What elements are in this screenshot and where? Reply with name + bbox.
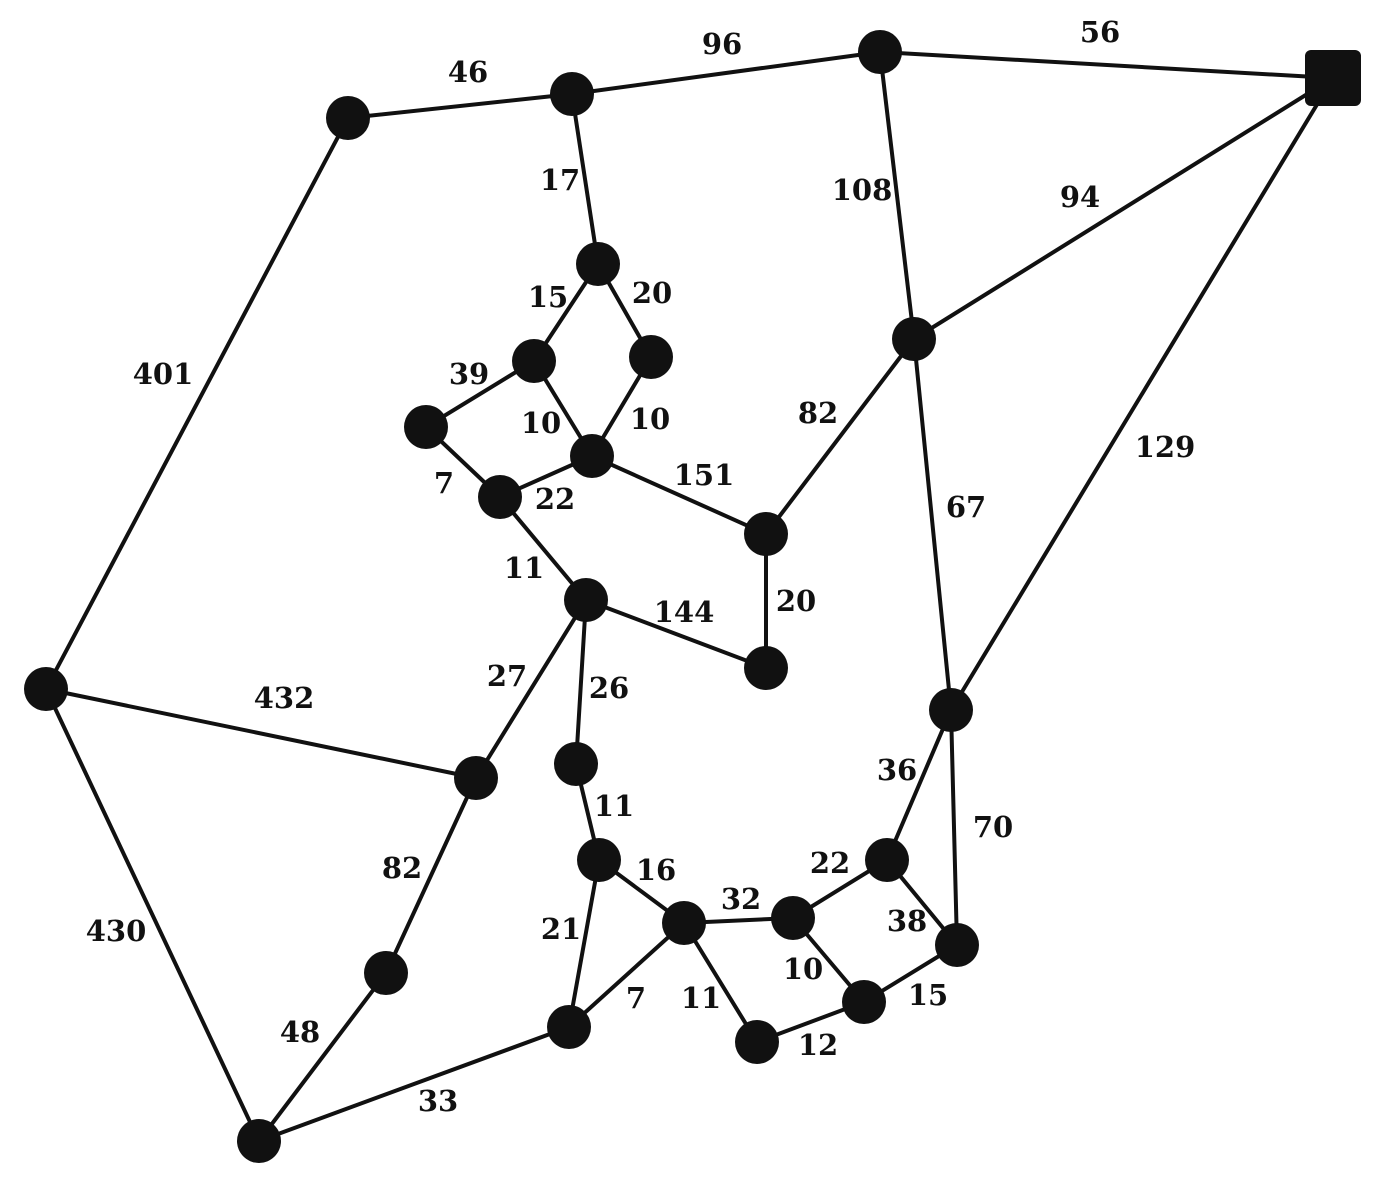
edge-weight-label: 432 [254, 681, 315, 715]
edge-n21-n27 [567, 921, 686, 1029]
edge-weight-label: 27 [487, 659, 527, 693]
square-node-n4 [1305, 50, 1361, 106]
edge-weight-label: 20 [776, 584, 816, 618]
edge-weight-label: 46 [448, 55, 488, 89]
edge-weight-label: 36 [877, 753, 917, 787]
edge-weight-label: 48 [280, 1015, 320, 1049]
edge-weight-label: 82 [382, 851, 422, 885]
edge-n6-n17 [912, 337, 953, 712]
nodes-layer [24, 30, 1361, 1163]
edge-n18-n25 [384, 776, 478, 975]
node-n7 [512, 339, 556, 383]
node-n21 [662, 901, 706, 945]
edge-weight-label: 11 [594, 789, 634, 823]
edge-weight-label: 82 [798, 396, 838, 430]
edge-n3-n4 [878, 50, 1335, 80]
edge-weight-label: 11 [504, 551, 544, 585]
node-n11 [478, 475, 522, 519]
edge-n16-n31 [44, 687, 261, 1143]
node-n10 [570, 434, 614, 478]
edge-weight-label: 22 [535, 482, 575, 516]
node-n5 [576, 242, 620, 286]
edge-weight-label: 7 [626, 981, 646, 1015]
node-n3 [858, 30, 902, 74]
edge-n19-n27 [567, 858, 601, 1029]
edge-weight-label: 15 [908, 978, 948, 1012]
edge-weight-label: 26 [589, 671, 629, 705]
edge-weight-label: 32 [721, 882, 761, 916]
node-n28 [735, 1020, 779, 1064]
edge-weight-label: 21 [541, 912, 581, 946]
node-n24 [935, 923, 979, 967]
edge-weight-label: 33 [418, 1084, 458, 1118]
node-n2 [550, 72, 594, 116]
edge-weight-label: 20 [632, 276, 672, 310]
edge-n12-n14 [584, 598, 768, 670]
edge-n1-n16 [44, 116, 350, 691]
edge-weight-label: 7 [434, 466, 454, 500]
edge-n6-n13 [764, 337, 916, 536]
node-n16 [24, 667, 68, 711]
edge-n3-n6 [878, 50, 916, 341]
node-n20 [865, 838, 909, 882]
edge-weight-label: 16 [636, 853, 676, 887]
node-n22 [771, 896, 815, 940]
edge-n1-n2 [346, 92, 574, 120]
edge-n31-n27 [257, 1025, 571, 1143]
edge-weight-label: 151 [674, 458, 735, 492]
node-n18 [454, 756, 498, 800]
edge-weight-label: 430 [86, 914, 147, 948]
edge-n2-n5 [570, 92, 600, 266]
edge-weight-label: 10 [630, 402, 670, 436]
node-n9 [404, 405, 448, 449]
edge-n12-n18 [474, 598, 588, 780]
edge-weight-label: 129 [1135, 430, 1196, 464]
edge-weight-label: 96 [702, 27, 742, 61]
edge-n17-n24 [949, 708, 959, 947]
node-n17 [929, 688, 973, 732]
edge-weight-label: 70 [973, 810, 1013, 844]
edge-weight-label: 17 [540, 163, 580, 197]
edge-weight-label: 39 [449, 357, 489, 391]
edge-n4-n6 [912, 76, 1335, 341]
edge-weight-label: 56 [1080, 15, 1120, 49]
node-n6 [892, 317, 936, 361]
edge-weight-label: 108 [832, 173, 893, 207]
edge-weight-label: 10 [783, 952, 823, 986]
node-n26 [842, 980, 886, 1024]
edge-weight-label: 67 [946, 490, 986, 524]
node-n27 [547, 1005, 591, 1049]
node-n14 [744, 646, 788, 690]
node-n25 [364, 951, 408, 995]
edge-n10-n13 [590, 454, 768, 536]
edge-weight-label: 401 [133, 357, 194, 391]
edge-n12-n15 [574, 598, 588, 766]
edge-weight-label: 12 [798, 1028, 838, 1062]
edge-weight-label: 144 [654, 595, 715, 629]
node-n8 [629, 335, 673, 379]
node-n15 [554, 742, 598, 786]
node-n31 [237, 1119, 281, 1163]
edge-weight-label: 38 [887, 904, 927, 938]
edge-n4-n17 [949, 76, 1335, 712]
node-n19 [577, 838, 621, 882]
edge-n11-n12 [498, 495, 588, 602]
node-n1 [326, 96, 370, 140]
node-n13 [744, 512, 788, 556]
node-n12 [564, 578, 608, 622]
edge-n17-n20 [885, 708, 953, 862]
edge-weight-label: 11 [681, 981, 721, 1015]
edge-n2-n3 [570, 50, 882, 96]
edge-n25-n31 [257, 971, 388, 1143]
edge-n16-n18 [44, 687, 478, 780]
edge-n21-n28 [682, 921, 759, 1044]
edge-weight-label: 15 [528, 280, 568, 314]
edge-weight-label: 10 [521, 406, 561, 440]
edge-weight-label: 22 [810, 846, 850, 880]
edge-weight-label: 94 [1060, 180, 1100, 214]
